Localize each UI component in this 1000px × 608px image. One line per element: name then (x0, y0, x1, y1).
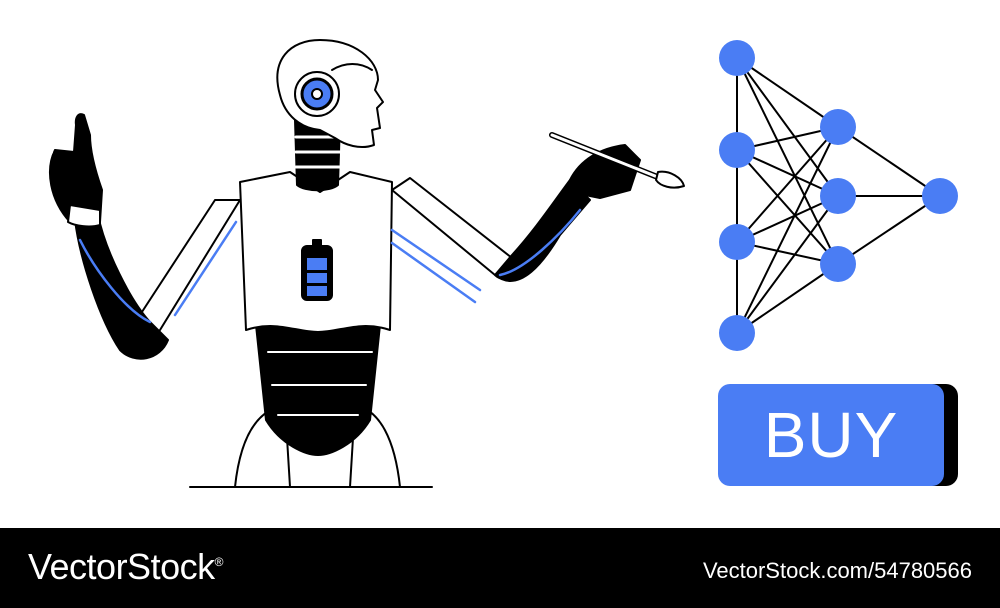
input-node (719, 40, 755, 76)
vectorstock-logo: VectorStock® (28, 546, 223, 588)
network-nodes (719, 40, 958, 351)
input-node (719, 224, 755, 260)
illustration (44, 39, 958, 488)
image-id-text: VectorStock.com/54780566 (702, 558, 972, 583)
trademark-mark: ® (214, 555, 224, 569)
watermark-footer: VectorStock® VectorStock.com/54780566 (0, 528, 1000, 608)
output-node (922, 178, 958, 214)
input-node (719, 315, 755, 351)
input-node (719, 132, 755, 168)
hidden-node (820, 246, 856, 282)
hidden-node (820, 178, 856, 214)
buy-button-label: BUY (763, 399, 899, 471)
robot-illustration (44, 39, 685, 488)
buy-button[interactable]: BUY (718, 384, 944, 486)
brand-name: VectorStock (28, 546, 215, 587)
hidden-node (820, 109, 856, 145)
